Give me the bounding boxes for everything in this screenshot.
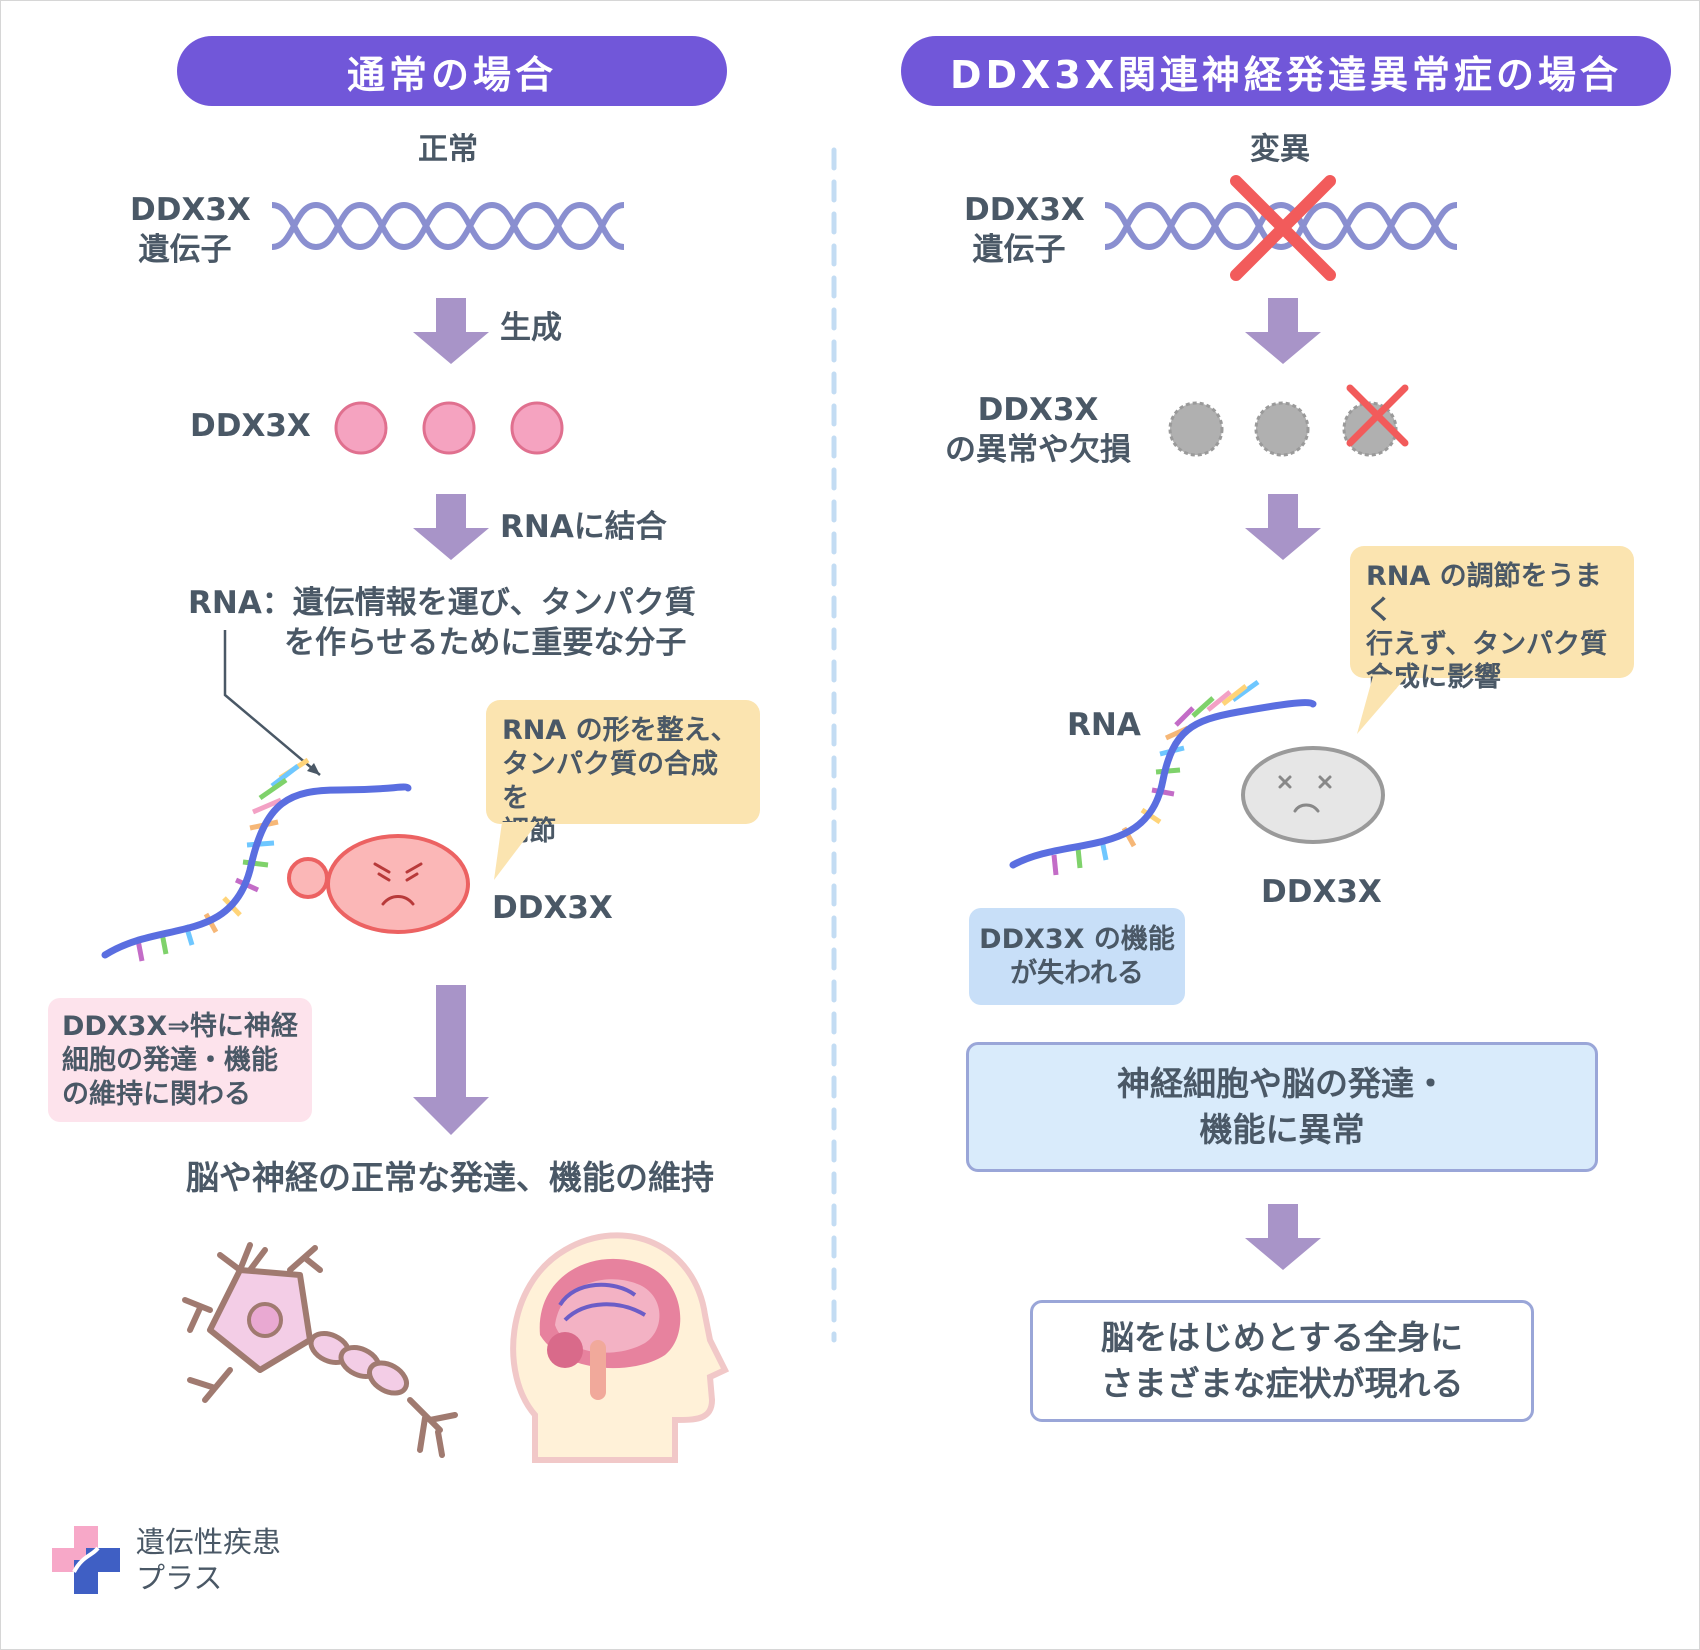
bubble-rna-regulation: RNA の形を整え、 タンパク質の合成を 調節 xyxy=(486,700,760,847)
rna-desc-line2: を作らせるために重要な分子 xyxy=(284,625,687,662)
gray-protein xyxy=(1254,401,1310,457)
logo-icon xyxy=(52,1526,120,1594)
arrow-down-long xyxy=(413,985,489,1135)
note-ddx3x-role: DDX3X⇒特に神経 細胞の発達・機能 の維持に関わる xyxy=(48,998,312,1122)
neuron-icon xyxy=(182,1242,458,1458)
status-normal: 正常 xyxy=(418,132,478,167)
box-abnormal-development: 神経細胞や脳の発達・ 機能に異常 xyxy=(966,1042,1598,1172)
arrow-down-1 xyxy=(413,298,489,364)
gene-label-line1: DDX3X xyxy=(130,192,251,228)
logo-line1: 遺伝性疾患 xyxy=(136,1525,282,1559)
header-ddx3x-text: DDX3X関連神経発達異常症の場合 xyxy=(949,52,1623,97)
box2-line2: さまざまな症状が現れる xyxy=(1100,1364,1464,1403)
rna-label: RNA xyxy=(1067,707,1141,743)
rna-strand-mutation-icon xyxy=(1009,679,1317,876)
box2-line1: 脳をはじめとする全身に xyxy=(1100,1317,1463,1357)
arrow-down-r1 xyxy=(1245,298,1321,364)
bubble-line1: RNA の調節をうまく xyxy=(1366,561,1602,626)
dna-helix-mutation-icon xyxy=(1104,201,1458,251)
bubble-line2: 行えず、タンパク質 xyxy=(1366,628,1608,660)
protein-circle xyxy=(334,401,388,455)
ddx3x-protein-gray-icon xyxy=(1241,746,1385,844)
bubble-tail xyxy=(1357,676,1407,734)
protein-label-mutation: DDX3X の異常や欠損 xyxy=(938,390,1138,471)
header-ddx3x: DDX3X関連神経発達異常症の場合 xyxy=(901,36,1671,106)
lost-line1: DDX3X の機能 xyxy=(979,923,1175,955)
arrow-down-r2 xyxy=(1245,494,1321,560)
gene-label-mutation: DDX3X 遺伝子 xyxy=(964,190,1085,271)
logo-line2: プラス xyxy=(136,1561,223,1596)
arrow-down-r3 xyxy=(1245,1204,1321,1270)
function-lost-note: DDX3X の機能 が失われる xyxy=(969,908,1185,1005)
ddx3x-label-normal: DDX3X xyxy=(492,890,613,926)
ddx3x-protein-normal-icon xyxy=(287,834,470,934)
gene-label-line2: 遺伝子 xyxy=(138,232,232,269)
brain-head-icon xyxy=(510,1232,730,1463)
protein-label-line1: DDX3X xyxy=(977,392,1099,428)
step-generate: 生成 xyxy=(500,310,562,346)
ddx3x-label-mutation: DDX3X xyxy=(1261,874,1382,910)
protein-label-line2: の異常や欠損 xyxy=(945,432,1131,469)
box-symptoms: 脳をはじめとする全身に さまざまな症状が現れる xyxy=(1030,1300,1534,1422)
protein-circle xyxy=(510,401,564,455)
bubble-tail xyxy=(494,822,538,880)
rna-strand-normal-icon xyxy=(101,757,412,962)
bubble-regulation-failure: RNA の調節をうまく 行えず、タンパク質 合成に影響 xyxy=(1350,546,1634,693)
cross-small-icon xyxy=(1346,384,1409,447)
gene-label-line2: 遺伝子 xyxy=(972,232,1066,269)
gray-proteins xyxy=(1168,384,1409,457)
box1-line2: 機能に異常 xyxy=(1199,1110,1365,1149)
box1-line1: 神経細胞や脳の発達・ xyxy=(1117,1063,1447,1103)
pointer-line xyxy=(223,630,321,776)
arrow-down-2 xyxy=(413,494,489,560)
bubble-line2: タンパク質の合成を xyxy=(502,748,718,814)
divider xyxy=(831,147,837,1343)
gene-label-normal: DDX3X 遺伝子 xyxy=(130,190,251,271)
header-normal: 通常の場合 xyxy=(177,36,727,106)
rna-desc-line1: RNA：遺伝情報を運び、タンパク質 xyxy=(188,585,696,621)
note-line2: 細胞の発達・機能 xyxy=(62,1045,278,1077)
dna-helix-normal-icon xyxy=(271,201,625,251)
bubble-line1: RNA の形を整え、 xyxy=(502,715,738,746)
lost-line2: が失われる xyxy=(1010,957,1144,989)
step-bind-rna: RNAに結合 xyxy=(500,509,667,545)
gray-protein xyxy=(1342,401,1398,457)
cross-mutation-icon xyxy=(1230,175,1336,281)
status-mutation: 変異 xyxy=(1250,132,1310,167)
header-normal-text: 通常の場合 xyxy=(346,52,557,97)
note-line3: の維持に関わる xyxy=(62,1079,251,1111)
protein-label-normal: DDX3X xyxy=(190,408,311,444)
gene-label-line1: DDX3X xyxy=(964,192,1085,228)
rna-description: RNA：遺伝情報を運び、タンパク質 を作らせるために重要な分子 xyxy=(188,583,696,664)
note-line1: DDX3X⇒特に神経 xyxy=(62,1011,298,1042)
gray-protein xyxy=(1168,401,1224,457)
protein-circles xyxy=(334,401,564,455)
protein-circle xyxy=(422,401,476,455)
logo-text: 遺伝性疾患 プラス xyxy=(136,1524,281,1597)
result-normal: 脳や神経の正常な発達、機能の維持 xyxy=(186,1158,714,1197)
